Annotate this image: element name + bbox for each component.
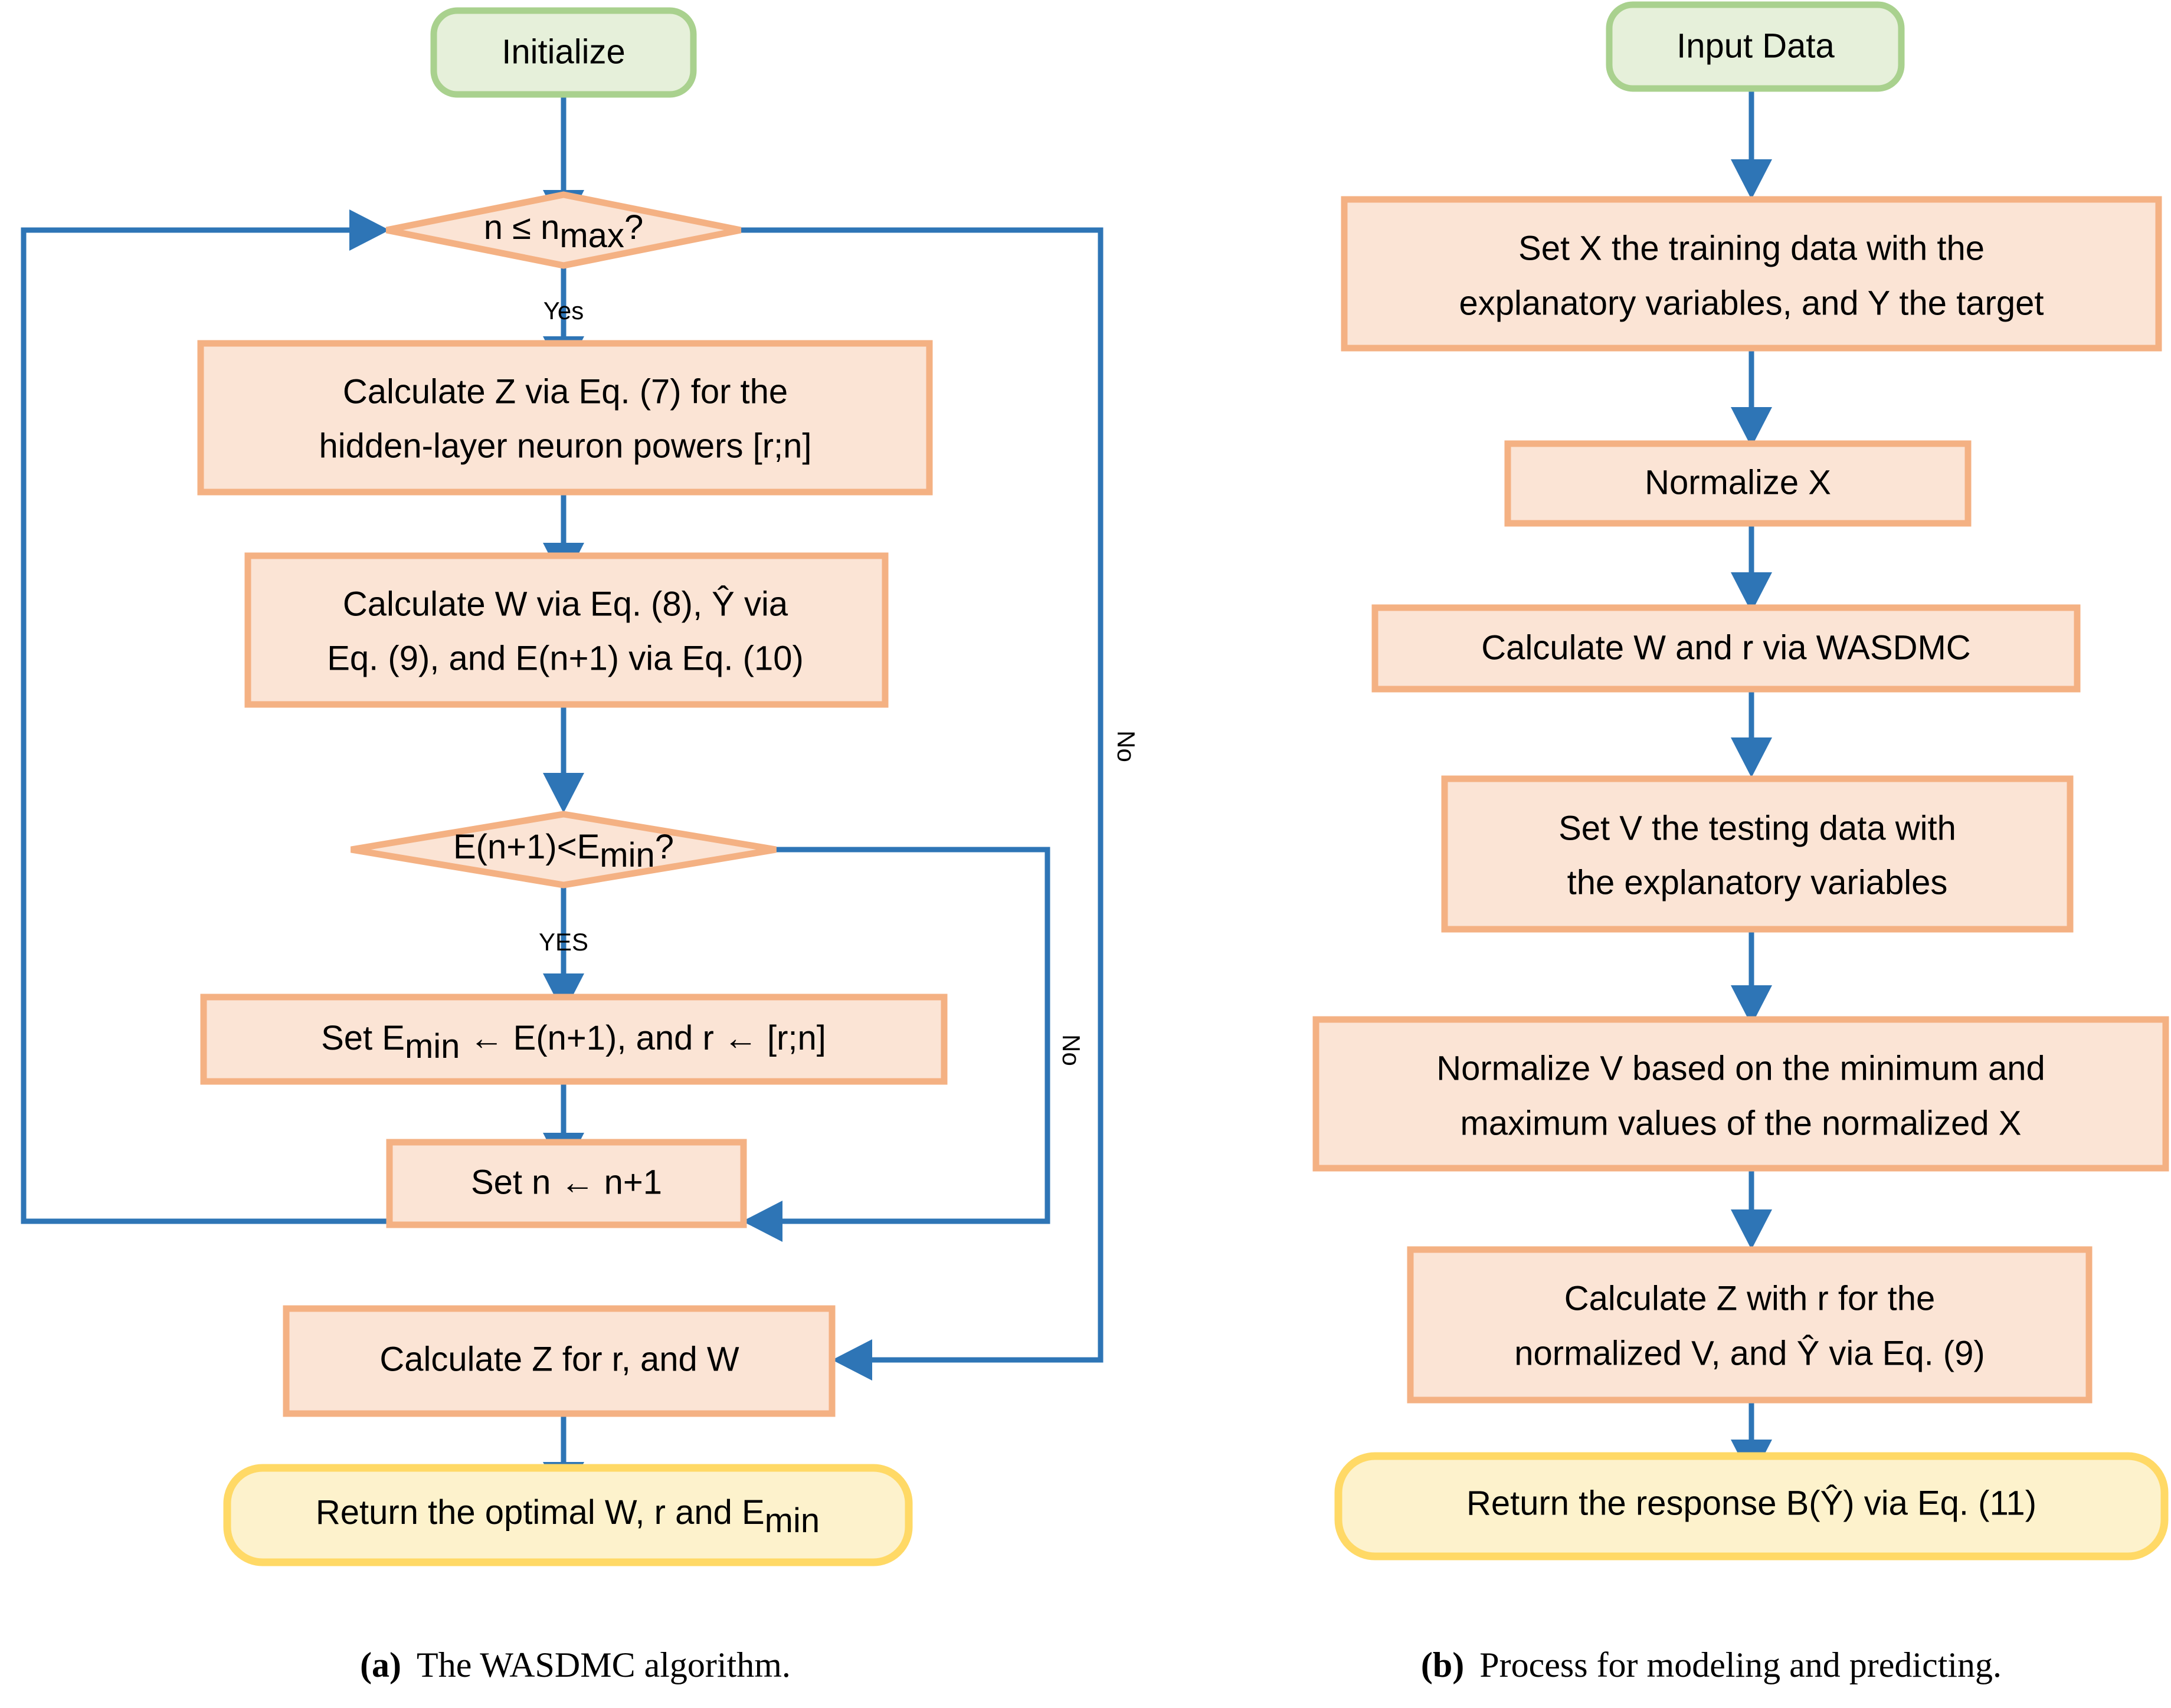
decision2-sub-text: min xyxy=(600,836,654,874)
node-decision-emin-label: E(n+1)<Emin? xyxy=(453,828,674,874)
node-calculate-w-eq8-line2: Eq. (9), and E(n+1) via Eq. (10) xyxy=(327,639,804,677)
node-set-x-shape xyxy=(1341,196,2162,352)
node-normalize-x[interactable]: Normalize X xyxy=(1504,440,1972,527)
node-return-response-label: Return the response B(Ŷ) via Eq. (11) xyxy=(1466,1484,2036,1522)
node-calculate-z-final-shape xyxy=(283,1305,836,1417)
node-set-v-line1: Set V the testing data with xyxy=(1558,809,1956,847)
node-normalize-v-line1: Normalize V based on the minimum and xyxy=(1436,1049,2045,1087)
return-optimal-sub-text: min xyxy=(765,1502,820,1540)
node-calculate-z-v-shape xyxy=(1407,1246,2093,1404)
node-decision-emin[interactable]: E(n+1)<Emin? xyxy=(351,811,777,889)
node-return-optimal-label: Return the optimal W, r and Emin xyxy=(316,1493,820,1540)
node-set-n-label: Set n ← n+1 xyxy=(471,1163,662,1201)
node-calculate-z-v-line1: Calculate Z with r for the xyxy=(1564,1279,1936,1317)
node-calculate-w-eq8[interactable]: Calculate W via Eq. (8), Ŷ via Eq. (9), … xyxy=(244,552,889,708)
edge-label-no-1: No xyxy=(1112,730,1140,762)
node-return-optimal[interactable]: Return the optimal W, r and Emin xyxy=(223,1464,913,1566)
arrowhead-b-proc3-to-proc4 xyxy=(1731,737,1772,778)
node-normalize-v-line2: maximum values of the normalized X xyxy=(1461,1104,2022,1142)
node-normalize-v-shape xyxy=(1312,1016,2169,1172)
edge-label-yes-1: Yes xyxy=(543,297,584,324)
decision1-sub-text: max xyxy=(559,217,624,255)
node-calculate-z-v[interactable]: Calculate Z with r for the normalized V,… xyxy=(1407,1246,2093,1404)
decision1-tail-text: ? xyxy=(624,208,643,247)
node-input-data[interactable]: Input Data xyxy=(1606,1,1905,92)
node-initialize[interactable]: Initialize xyxy=(430,7,697,98)
arrowhead-b-proc4-to-proc5 xyxy=(1731,985,1772,1025)
node-set-x[interactable]: Set X the training data with the explana… xyxy=(1341,196,2162,352)
node-calculate-z-eq7[interactable]: Calculate Z via Eq. (7) for the hidden-l… xyxy=(197,340,933,496)
caption-a: (a) The WASDMC algorithm. xyxy=(360,1645,791,1684)
node-set-x-line2: explanatory variables, and Y the target xyxy=(1459,284,2044,322)
decision1-main-text: n ≤ n xyxy=(484,208,560,247)
node-input-data-label: Input Data xyxy=(1676,27,1835,65)
decision2-tail-text: ? xyxy=(655,828,674,866)
node-initialize-label: Initialize xyxy=(502,32,626,71)
arrowhead-b-proc2-to-proc3 xyxy=(1731,572,1772,612)
node-decision-nmax-shape xyxy=(385,191,742,269)
node-set-x-line1: Set X the training data with the xyxy=(1518,229,1985,267)
arrowhead-b-start-to-proc1 xyxy=(1731,159,1772,199)
node-set-n[interactable]: Set n ← n+1 xyxy=(386,1139,747,1228)
node-calculate-z-eq7-line2: hidden-layer neuron powers [r;n] xyxy=(319,427,811,465)
arrowhead-decision1-no xyxy=(832,1339,872,1381)
node-return-optimal-shape xyxy=(223,1464,913,1566)
captions: (a) The WASDMC algorithm. (b) Process for … xyxy=(360,1645,2002,1684)
node-normalize-v[interactable]: Normalize V based on the minimum and max… xyxy=(1312,1016,2169,1172)
node-normalize-x-shape xyxy=(1504,440,1972,527)
node-calculate-z-final-label: Calculate Z for r, and W xyxy=(379,1340,739,1378)
arrowhead-decision2-no xyxy=(742,1201,782,1242)
set-emin-sub-text: min xyxy=(405,1027,460,1066)
return-optimal-pre-text: Return the optimal W, r and E xyxy=(316,1493,765,1532)
node-decision-nmax[interactable]: n ≤ nmax? xyxy=(385,191,742,269)
node-set-emin-shape xyxy=(200,994,948,1085)
arrowhead-loopback-to-decision1 xyxy=(349,209,389,251)
edge-loopback-to-decision1 xyxy=(21,227,389,1224)
node-return-response-shape xyxy=(1334,1452,2169,1561)
node-set-emin[interactable]: Set Emin ← E(n+1), and r ← [r;n] xyxy=(200,994,948,1085)
node-set-v[interactable]: Set V the testing data with the explanat… xyxy=(1441,775,2074,933)
node-set-v-line2: the explanatory variables xyxy=(1567,863,1948,901)
panel-a-nodes: Initialize n ≤ nmax? Yes Calculate Z via… xyxy=(197,7,1140,1566)
node-calculate-w-eq8-shape xyxy=(244,552,889,708)
caption-b: (b) Process for modeling and predicting. xyxy=(1421,1645,2002,1684)
node-normalize-x-label: Normalize X xyxy=(1645,463,1831,501)
panel-b-nodes: Input Data Set X the training data with … xyxy=(1312,1,2169,1561)
node-calculate-w-r-label: Calculate W and r via WASDMC xyxy=(1481,628,1970,667)
decision2-main-text: E(n+1)<E xyxy=(453,828,600,866)
set-emin-pre-text: Set E xyxy=(321,1019,405,1057)
node-set-n-shape xyxy=(386,1139,747,1228)
arrowhead-proc2-to-decision2 xyxy=(543,773,584,813)
node-calculate-z-final[interactable]: Calculate Z for r, and W xyxy=(283,1305,836,1417)
node-input-data-shape xyxy=(1606,1,1905,92)
node-calculate-w-r-shape xyxy=(1371,604,2081,693)
node-decision-emin-shape xyxy=(351,811,777,889)
node-set-v-shape xyxy=(1441,775,2074,933)
arrowhead-b-proc1-to-proc2 xyxy=(1731,407,1772,447)
node-calculate-z-eq7-line1: Calculate Z via Eq. (7) for the xyxy=(343,372,788,411)
node-initialize-shape xyxy=(430,7,697,98)
caption-b-text: Process for modeling and predicting. xyxy=(1479,1645,2002,1684)
edge-label-yes-2: YES xyxy=(539,928,588,956)
arrowhead-b-proc5-to-proc6 xyxy=(1731,1209,1772,1250)
node-calculate-z-v-line2: normalized V, and Ŷ via Eq. (9) xyxy=(1514,1334,1985,1372)
node-set-emin-label: Set Emin ← E(n+1), and r ← [r;n] xyxy=(321,1019,826,1066)
node-calculate-w-r[interactable]: Calculate W and r via WASDMC xyxy=(1371,604,2081,693)
node-calculate-w-eq8-line1: Calculate W via Eq. (8), Ŷ via xyxy=(343,585,788,623)
caption-a-text: The WASDMC algorithm. xyxy=(417,1645,791,1684)
set-emin-post-text: ← E(n+1), and r ← [r;n] xyxy=(460,1019,826,1057)
edge-decision1-no xyxy=(741,227,1103,1363)
caption-b-tag: (b) xyxy=(1421,1645,1464,1684)
node-return-response[interactable]: Return the response B(Ŷ) via Eq. (11) xyxy=(1334,1452,2169,1561)
node-calculate-z-eq7-shape xyxy=(197,340,933,496)
arrowhead-decision2-yes xyxy=(543,973,584,1014)
node-decision-nmax-label: n ≤ nmax? xyxy=(484,208,643,255)
caption-a-tag: (a) xyxy=(360,1645,401,1684)
edge-label-no-2: No xyxy=(1057,1034,1085,1066)
edge-decision2-no xyxy=(776,847,1050,1224)
